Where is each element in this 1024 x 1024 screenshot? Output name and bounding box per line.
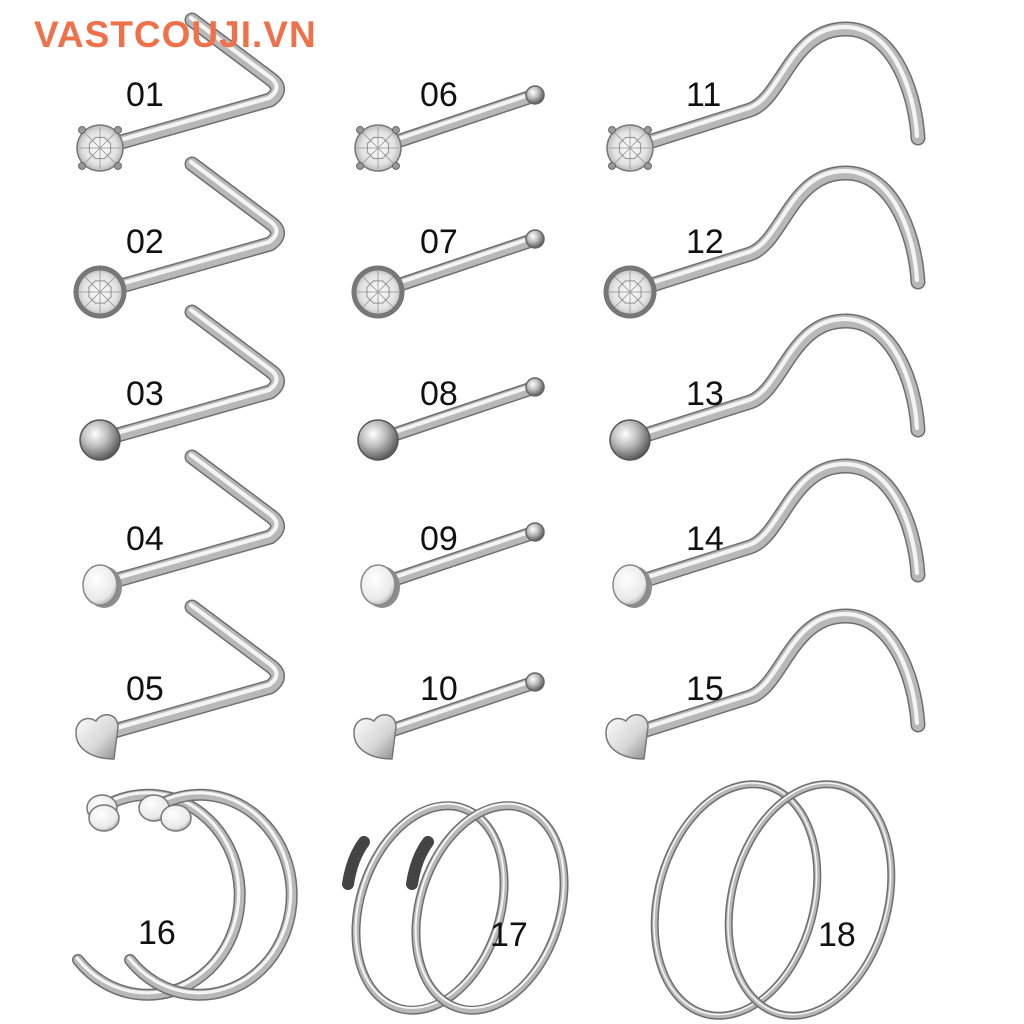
item-14-screw (612, 458, 926, 608)
item-number-01: 01 (126, 76, 164, 114)
item-03-l-bend (79, 304, 285, 461)
item-number-12: 12 (686, 223, 724, 261)
item-number-17: 17 (490, 916, 528, 954)
item-16-c-hoop (72, 788, 298, 1001)
item-10-bone-stud (353, 672, 545, 760)
item-number-11: 11 (686, 76, 722, 114)
item-04-l-bend (82, 449, 285, 608)
item-07-bone-stud (351, 229, 545, 319)
item-number-07: 07 (420, 223, 458, 261)
item-number-13: 13 (686, 375, 724, 413)
item-18-open-hoop (650, 780, 896, 1020)
item-01-l-bend (76, 12, 285, 172)
item-12-screw (603, 165, 926, 319)
item-number-04: 04 (126, 520, 164, 558)
item-02-l-bend (73, 156, 285, 319)
item-number-10: 10 (420, 670, 458, 708)
item-11-screw (606, 21, 926, 172)
item-number-16: 16 (138, 914, 176, 952)
item-08-bone-stud (357, 377, 545, 461)
item-06-bone-stud (354, 85, 545, 172)
item-05-l-bend (75, 599, 285, 760)
watermark-text: VASTCOUJI.VN (34, 14, 317, 55)
item-17-seamless-hoop (342, 801, 569, 1015)
item-15-screw (605, 608, 926, 760)
item-number-08: 08 (420, 375, 458, 413)
item-13-screw (609, 313, 926, 461)
item-number-18: 18 (818, 916, 856, 954)
item-number-05: 05 (126, 670, 164, 708)
item-number-09: 09 (420, 520, 458, 558)
item-number-14: 14 (686, 520, 724, 558)
item-number-03: 03 (126, 375, 164, 413)
item-number-15: 15 (686, 670, 724, 708)
item-number-06: 06 (420, 76, 458, 114)
item-number-02: 02 (126, 223, 164, 261)
item-09-bone-stud (360, 522, 545, 608)
